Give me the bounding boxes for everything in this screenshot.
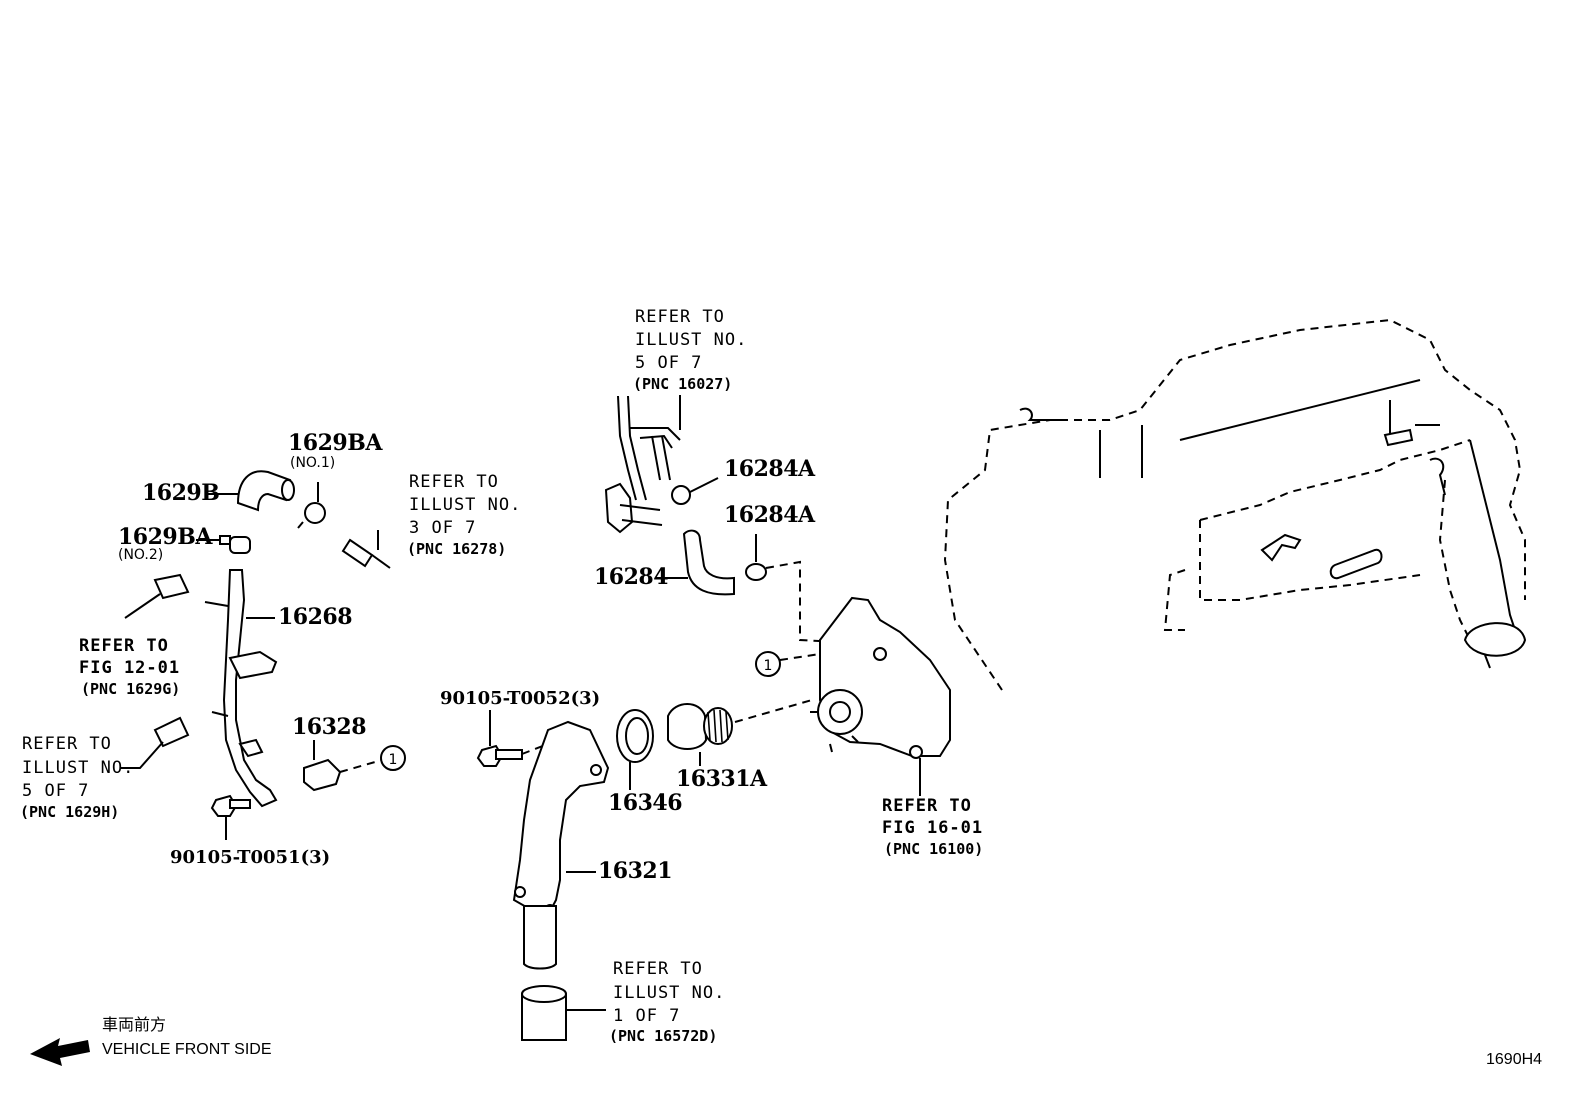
ref-1of7-line2: ILLUST NO. xyxy=(613,983,726,1003)
svg-text:1: 1 xyxy=(389,752,398,768)
bolt-90105-t0051 xyxy=(210,794,251,840)
ref-fig1201-pnc: (PNC 1629G) xyxy=(81,680,181,698)
ref-fig1601-line1: REFER TO xyxy=(882,796,972,816)
ref-3of7-pnc: (PNC 16278) xyxy=(407,540,507,558)
part-label-1629ba-no1: 1629BA xyxy=(288,430,382,456)
ref-5of7-left-line1: REFER TO xyxy=(22,734,112,754)
ref-3of7-line3: 3 OF 7 xyxy=(409,518,477,538)
water-inlet-16321 xyxy=(512,720,610,970)
hose-1629b xyxy=(206,470,295,512)
pipe-ref-1of7 xyxy=(521,985,606,1041)
ref-5of7-left-line3: 5 OF 7 xyxy=(22,781,90,801)
figure-code: 1690H4 xyxy=(1486,1051,1543,1068)
engine-block-outline xyxy=(943,318,1527,691)
ref-1of7-line1: REFER TO xyxy=(613,959,703,979)
ref-5of7-left-pnc: (PNC 1629H) xyxy=(20,803,120,821)
ref-5of7-left-line2: ILLUST NO. xyxy=(22,758,135,778)
part-sublabel-no1: (NO.1) xyxy=(290,455,336,471)
water-pump-fig1601 xyxy=(810,596,951,796)
part-label-16268: 16268 xyxy=(278,604,353,630)
clip-16328 xyxy=(303,740,383,792)
clamp-1629ba-no1 xyxy=(297,482,326,529)
part-label-16346: 16346 xyxy=(608,790,683,816)
part-label-16284: 16284 xyxy=(594,564,669,590)
pipe-16268 xyxy=(204,569,278,808)
clamp-16284a-upper xyxy=(671,477,719,505)
clamp-1629ba-no2 xyxy=(196,535,251,554)
vehicle-front-arrow-icon xyxy=(30,1038,90,1066)
gasket-16346 xyxy=(616,709,654,790)
part-label-16284a-upper: 16284A xyxy=(724,456,815,482)
hose-16284 xyxy=(656,529,735,596)
ref-5of7-top-line1: REFER TO xyxy=(635,307,725,327)
thermostat-16331a xyxy=(667,699,813,766)
vehicle-front-label-en: VEHICLE FRONT SIDE xyxy=(102,1041,272,1058)
ref-fig1601-pnc: (PNC 16100) xyxy=(884,840,984,858)
ref-5of7-top-line3: 5 OF 7 xyxy=(635,353,703,373)
bolt-90105-t0052 xyxy=(476,710,549,767)
part-label-16321: 16321 xyxy=(598,858,673,884)
ref-fig1601-line2: FIG 16-01 xyxy=(882,818,984,838)
part-label-90105-t0052: 90105-T0052(3) xyxy=(440,688,601,709)
callout-marker-left: 1 xyxy=(380,745,406,771)
ref-1of7-line3: 1 OF 7 xyxy=(613,1006,681,1026)
pipe-ref-5of7-top xyxy=(604,395,681,534)
ref-fig1201-line1: REFER TO xyxy=(79,636,169,656)
ref-3of7-line1: REFER TO xyxy=(409,472,499,492)
ref-fig1201-line2: FIG 12-01 xyxy=(79,658,181,678)
part-label-16328: 16328 xyxy=(292,714,367,740)
part-label-90105-t0051: 90105-T0051(3) xyxy=(170,847,331,868)
part-label-16331a: 16331A xyxy=(676,766,767,792)
svg-text:1: 1 xyxy=(764,658,773,674)
ref-1of7-pnc: (PNC 16572D) xyxy=(609,1027,718,1045)
hose-ref-5of7-left xyxy=(120,716,190,769)
clamp-16284a-lower xyxy=(745,534,839,643)
callout-marker-right: 1 xyxy=(755,651,821,677)
part-label-1629b: 1629B xyxy=(142,480,220,506)
hose-ref-fig1201 xyxy=(124,573,190,619)
hose-ref-3of7 xyxy=(341,530,391,569)
part-label-16284a-lower: 16284A xyxy=(724,502,815,528)
ref-5of7-top-line2: ILLUST NO. xyxy=(635,330,748,350)
part-label-1629ba-no2: 1629BA xyxy=(118,524,212,550)
vehicle-front-label-jp: 車両前方 xyxy=(102,1017,167,1034)
part-sublabel-no2: (NO.2) xyxy=(118,547,164,563)
ref-5of7-top-pnc: (PNC 16027) xyxy=(633,375,733,393)
ref-3of7-line2: ILLUST NO. xyxy=(409,495,522,515)
